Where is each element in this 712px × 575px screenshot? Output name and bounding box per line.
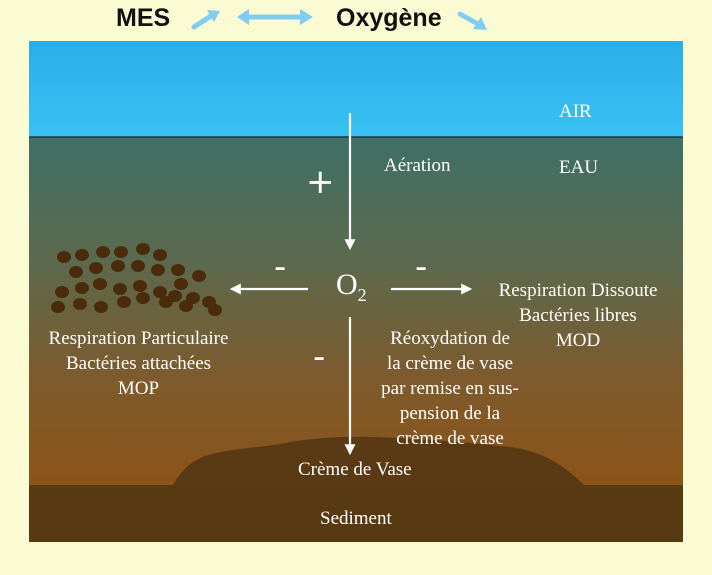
- reoxidation-line-3: par remise en sus-: [381, 378, 519, 399]
- particle: [57, 251, 71, 263]
- mes-heading: MES: [116, 4, 171, 32]
- particulate-block: Respiration Particulaire Bactéries attac…: [36, 326, 241, 401]
- particle: [73, 298, 87, 310]
- air-label: AIR: [559, 101, 592, 122]
- falling-arrow-icon: [457, 11, 481, 27]
- particle: [168, 290, 182, 302]
- particle: [153, 249, 167, 261]
- particle: [114, 246, 128, 258]
- particle: [179, 300, 193, 312]
- dissolved-block: Respiration Dissoute Bactéries libres MO…: [486, 278, 670, 353]
- oxygen-heading: Oxygène: [336, 4, 442, 32]
- water-layer: [29, 137, 683, 485]
- particle: [51, 301, 65, 313]
- particle: [136, 292, 150, 304]
- reoxidation-line-4: pension de la: [399, 403, 501, 424]
- sediment-layer: [29, 485, 683, 542]
- particle: [133, 280, 147, 292]
- dissolved-line-3: MOD: [555, 330, 601, 351]
- water-label: EAU: [559, 157, 599, 178]
- particle: [93, 278, 107, 290]
- particle: [111, 260, 125, 272]
- dissolved-line-2: Bactéries libres: [519, 305, 637, 326]
- aeration-sign: +: [306, 162, 335, 202]
- header-arrows: [191, 9, 487, 30]
- particle: [113, 283, 127, 295]
- reoxidation-line-1: Réoxydation de: [390, 328, 510, 349]
- particulate-line-1: Respiration Particulaire: [48, 328, 229, 349]
- particle: [151, 264, 165, 276]
- oxygen-symbol: O2: [336, 268, 367, 306]
- particle: [153, 286, 167, 298]
- reoxidation-line-5: crème de vase: [396, 428, 504, 449]
- reoxidation-block: Réoxydation de la crème de vase par remi…: [364, 326, 536, 451]
- air-layer: [29, 41, 683, 137]
- particle: [117, 296, 131, 308]
- particulate-sign: -: [274, 247, 287, 287]
- particle: [89, 262, 103, 274]
- aeration-label: Aération: [384, 155, 451, 176]
- vase-cream-mound: [172, 436, 585, 486]
- dissolved-sign: -: [415, 247, 428, 287]
- particle: [55, 286, 69, 298]
- sediment-label: Sediment: [320, 508, 392, 529]
- particle: [136, 243, 150, 255]
- particle: [69, 266, 83, 278]
- particle: [208, 304, 222, 316]
- particle-cluster: [51, 243, 222, 316]
- particle: [96, 246, 110, 258]
- particulate-line-2: Bactéries attachées: [65, 353, 212, 374]
- particle: [75, 282, 89, 294]
- reoxidation-line-2: la crème de vase: [386, 353, 514, 374]
- particle: [131, 260, 145, 272]
- particle: [192, 270, 206, 282]
- particle: [94, 301, 108, 313]
- dissolved-line-1: Respiration Dissoute: [498, 280, 658, 301]
- particle: [75, 249, 89, 261]
- cream-label: Crème de Vase: [298, 459, 412, 480]
- particulate-line-3: MOP: [117, 378, 160, 399]
- reoxidation-sign: -: [313, 337, 326, 377]
- double-arrow-icon: [237, 9, 313, 25]
- particle: [174, 278, 188, 290]
- particle: [171, 264, 185, 276]
